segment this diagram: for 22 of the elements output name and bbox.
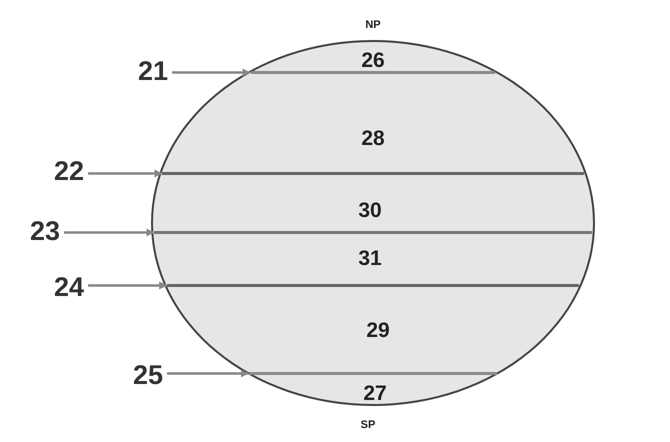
callout-number: 25 xyxy=(133,362,164,389)
zone-label: 27 xyxy=(363,383,387,404)
latitude-line xyxy=(248,372,498,375)
callout-number: 21 xyxy=(138,58,168,85)
latitude-line xyxy=(154,231,592,234)
arrow xyxy=(88,170,162,178)
latitude-line xyxy=(162,172,584,175)
zone-label: 26 xyxy=(361,50,385,71)
pole-label: SP xyxy=(360,420,376,431)
zone-label: 29 xyxy=(366,320,390,341)
arrow xyxy=(88,282,168,290)
callout-number: 23 xyxy=(30,218,60,245)
zone-label: 31 xyxy=(358,248,382,269)
zone-label: 30 xyxy=(358,200,382,221)
latitude-line xyxy=(250,71,496,74)
callout-number: 24 xyxy=(54,274,84,301)
callout-number: 22 xyxy=(54,158,84,185)
latitude-line xyxy=(167,284,579,287)
arrow xyxy=(167,370,249,378)
zone-label: 28 xyxy=(361,128,385,149)
pole-label: NP xyxy=(365,20,381,31)
arrow xyxy=(172,68,251,76)
